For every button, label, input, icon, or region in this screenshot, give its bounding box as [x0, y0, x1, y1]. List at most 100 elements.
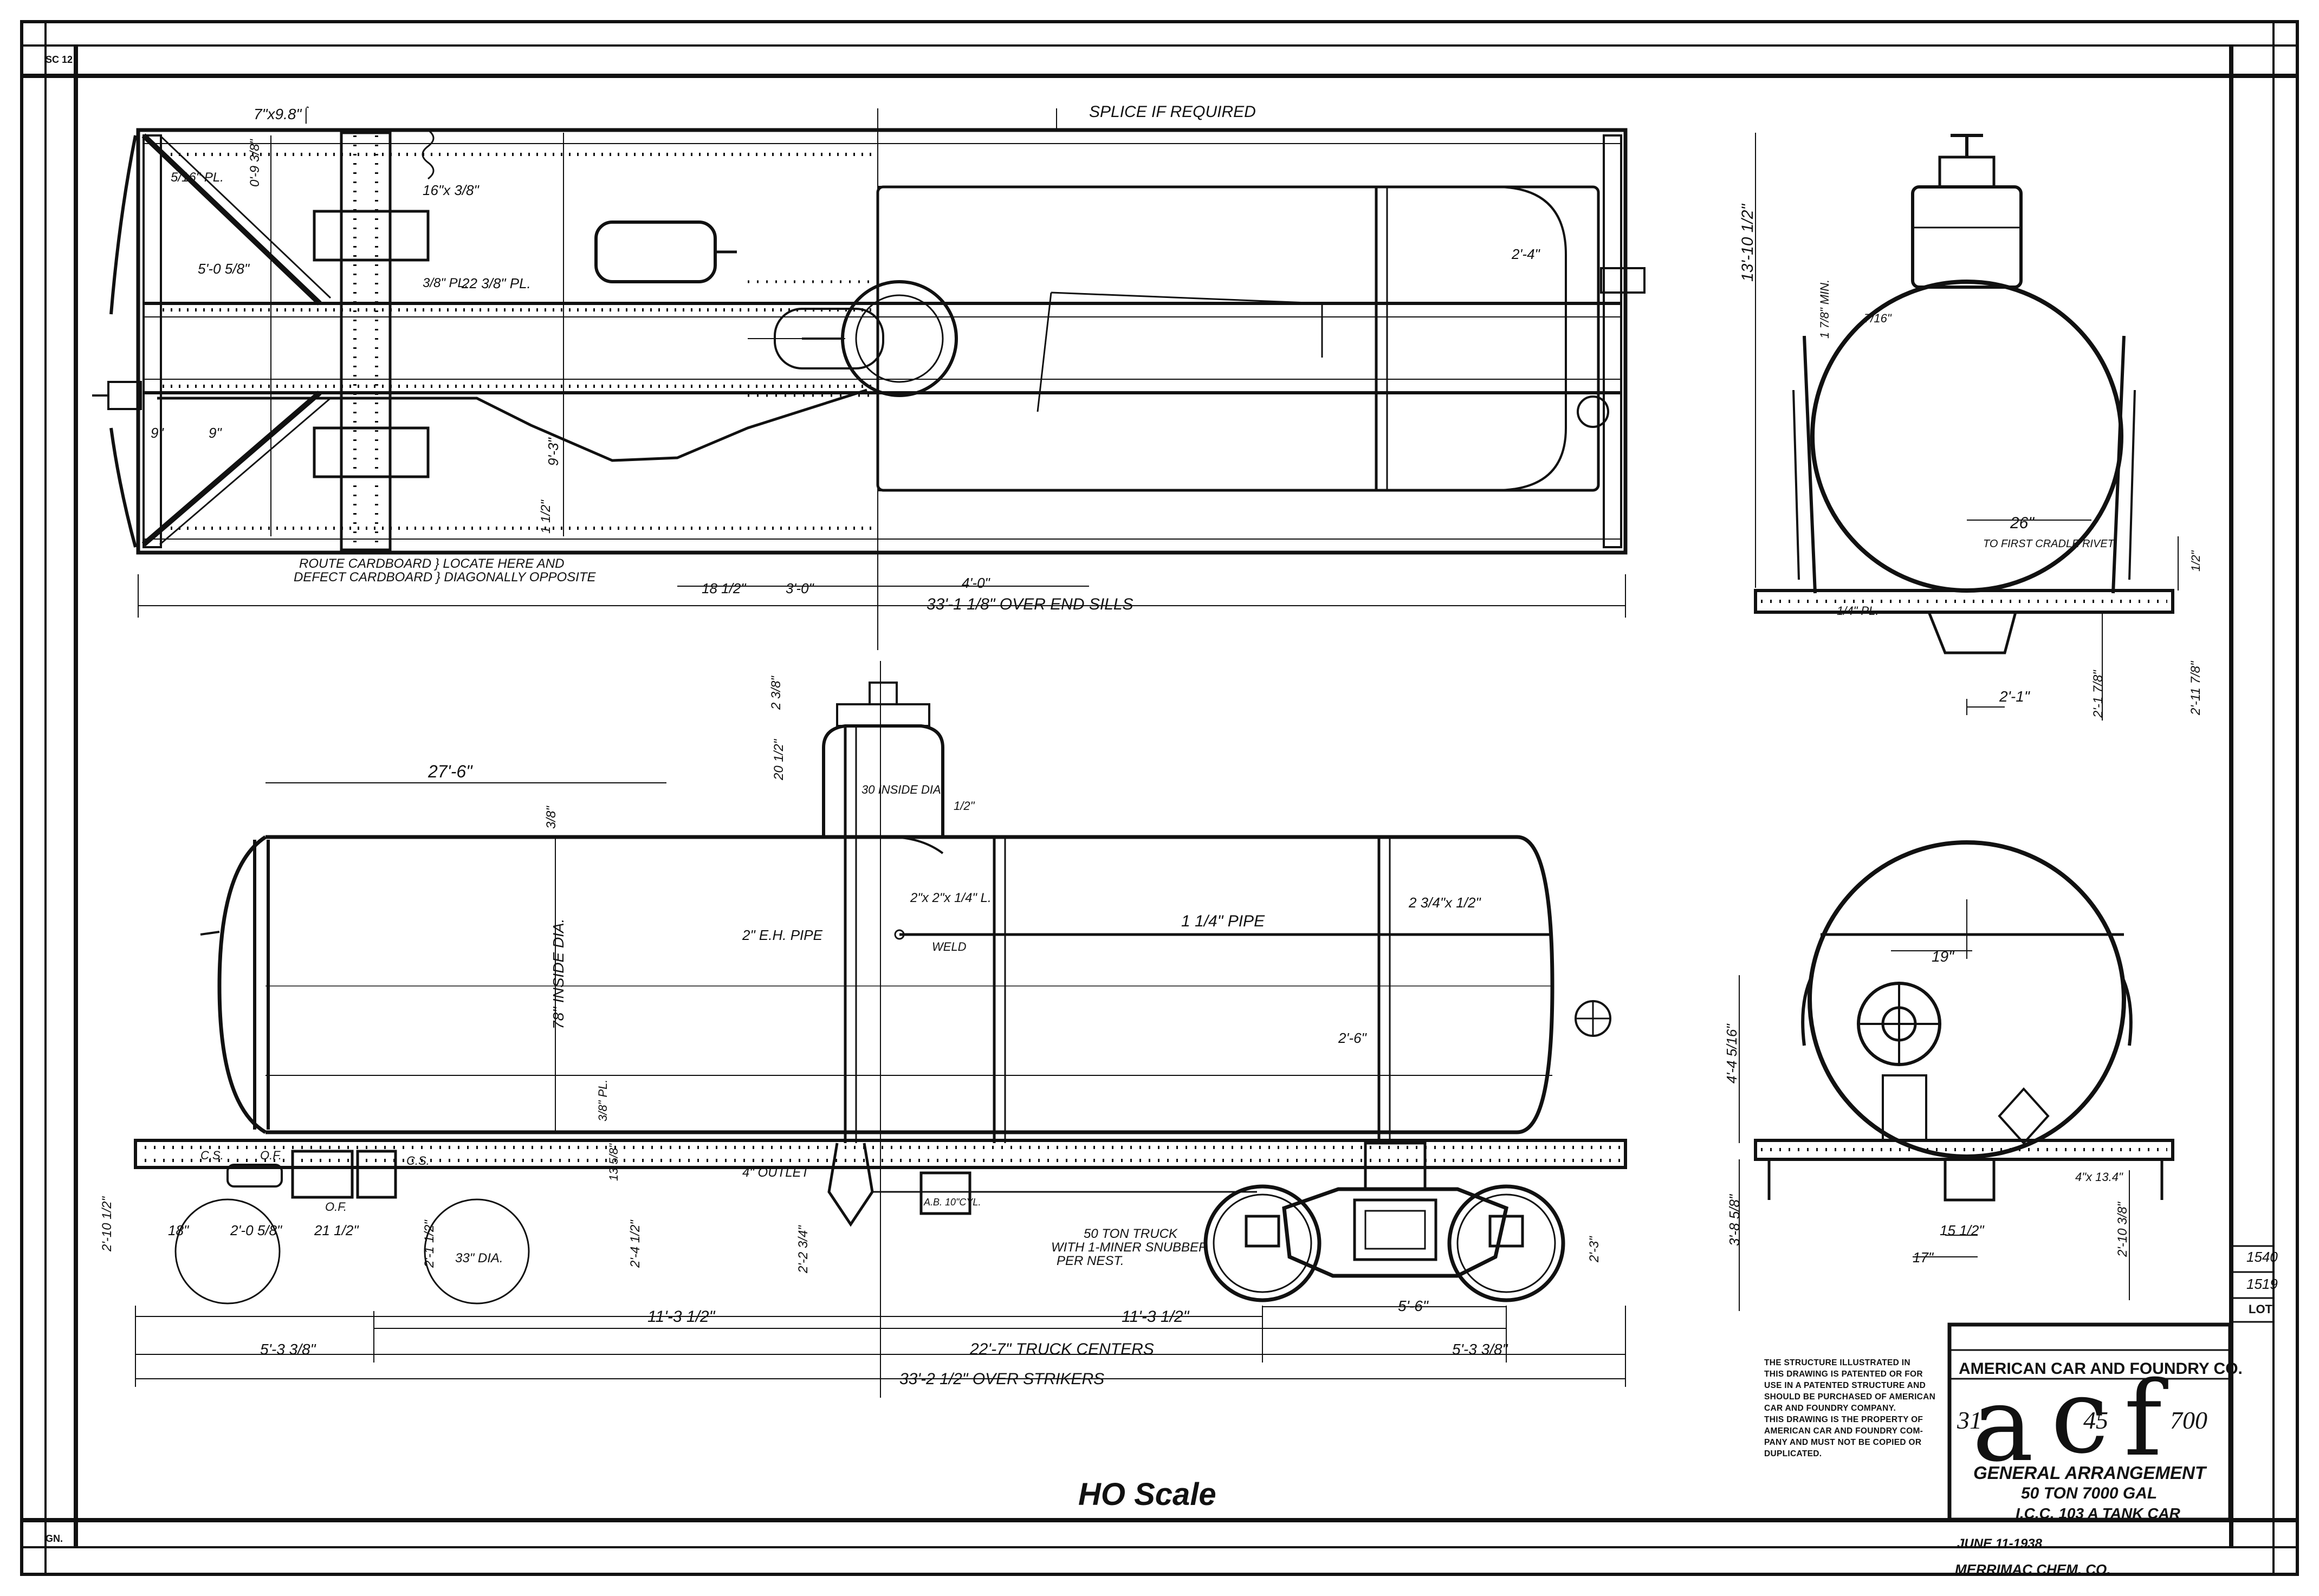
side-dim-2-3-8: 2 3/8" [769, 676, 783, 710]
end-top-pl: 1/4" PL. [1837, 604, 1879, 618]
side-dim-5-6: 5'-6" [1398, 1297, 1429, 1314]
notice-line: THIS DRAWING IS THE PROPERTY OF [1764, 1415, 1923, 1424]
logo-number-right: 700 [2170, 1406, 2207, 1434]
side-truck-note-3: PER NEST. [1057, 1254, 1124, 1268]
lot-number-2: 1519 [2246, 1276, 2278, 1292]
side-dim-2-2-3-4: 2'-2 3/4" [796, 1225, 811, 1274]
plan-dim-5-16: 5/16" PL. [171, 170, 224, 185]
lot-label: LOT [2249, 1302, 2272, 1316]
notice-line: SHOULD BE PURCHASED OF AMERICAN [1764, 1392, 1936, 1402]
end-top-dim-26: 26" [2010, 514, 2035, 532]
end-top-dim-2-1: 2'-1" [1999, 688, 2030, 705]
end-bottom-dim-15-half: 15 1/2" [1940, 1222, 1985, 1238]
side-weld: WELD [932, 940, 967, 953]
side-dim-2-10-half: 2'-10 1/2" [100, 1196, 114, 1252]
side-truck-note-2: WITH 1-MINER SNUBBER [1051, 1240, 1208, 1255]
side-truck-note-1: 50 TON TRUCK [1084, 1227, 1178, 1241]
side-inside-dia: 78" INSIDE DIA. [550, 919, 567, 1029]
side-outlet: 4" OUTLET [742, 1165, 811, 1180]
side-wheel-dia: 33" DIA. [455, 1251, 503, 1266]
owner-name: MERRIMAC CHEM. CO. [1955, 1561, 2111, 1578]
end-view-top [1754, 133, 2179, 721]
side-dim-11-3-b: 11'-3 1/2" [1122, 1308, 1190, 1326]
side-truck-centers: 22'-7" TRUCK CENTERS [969, 1340, 1154, 1358]
side-dim-5-3-b: 5'-3 3/8" [1452, 1341, 1508, 1358]
side-eh-pipe: 2" E.H. PIPE [742, 927, 823, 943]
lot-number-1: 1540 [2246, 1249, 2278, 1265]
logo-letter-a: a [1972, 1365, 2034, 1484]
side-cs-1: C.S. [200, 1149, 224, 1162]
end-view-bottom [1739, 840, 2174, 1311]
end-bottom-dim-19: 19" [1932, 948, 1954, 965]
scale-caption: HO Scale [1078, 1477, 1216, 1512]
notice-line: CAR AND FOUNDRY COMPANY. [1764, 1404, 1896, 1413]
side-dim-5-3-a: 5'-3 3/8" [260, 1341, 316, 1358]
notice-line: THIS DRAWING IS PATENTED OR FOR [1764, 1370, 1923, 1379]
title-line-3: I.C.C. 103 A TANK CAR [2016, 1505, 2180, 1522]
side-dim-21-half: 21 1/2" [314, 1222, 359, 1238]
side-dim-3-8-top: 3/8" [544, 806, 559, 829]
logo-letter-c: c [2051, 1357, 2109, 1476]
end-view-bottom-labels: 19" 4'-4 5/16" 3'-8 5/8" 15 1/2" 17" 2'-… [1724, 948, 2130, 1266]
plan-dim-9-3: 9'-3" [545, 437, 561, 466]
side-angle-2x2: 2"x 2"x 1/4" L. [910, 891, 992, 905]
plan-dim-22-3-8: 22 3/8" PL. [461, 275, 531, 291]
side-view [134, 661, 1627, 1398]
plan-overall-dim: 33'-1 1/8" OVER END SILLS [927, 595, 1133, 613]
plan-dim-9b: 9" [209, 425, 222, 441]
notice-line: PANY AND MUST NOT BE COPIED OR [1764, 1438, 1922, 1447]
end-bottom-dim-17: 17" [1913, 1249, 1934, 1266]
side-dim-2-05: 2'-0 5/8" [230, 1222, 283, 1238]
side-band: 2 3/4"x 1/2" [1408, 894, 1481, 911]
side-dome-plate: 1/2" [954, 799, 975, 813]
end-top-dim-2-11: 2'-11 7/8" [2188, 660, 2203, 716]
plan-dim-18-half: 18 1/2" [702, 580, 747, 596]
plan-splice-label: SPLICE IF REQUIRED [1089, 103, 1256, 121]
logo-number-middle: 45 [2083, 1406, 2108, 1434]
end-top-dim-2-1-78: 2'-1 7/8" [2091, 670, 2106, 718]
side-dim-27-6: 27'-6" [427, 762, 473, 781]
plan-view-labels: 7"x9.8"⌠ SPLICE IF REQUIRED 16"x 3/8" 5/… [151, 103, 1541, 613]
plan-plate-label: 16"x 3/8" [423, 182, 480, 198]
logo-number-left: 31 [1957, 1406, 1982, 1434]
end-top-dim-7-16: 7/16" [1864, 312, 1892, 325]
title-line-2: 50 TON 7000 GAL [2021, 1484, 2158, 1502]
side-of-2: O.F. [325, 1200, 347, 1214]
end-bottom-dim-4-4: 4'-4 5/16" [1724, 1023, 1740, 1084]
side-dim-2-3: 2'-3" [1587, 1236, 1602, 1263]
side-dim-2-4-half: 2'-4 1/2" [628, 1219, 643, 1268]
side-of-1: O.F. [260, 1149, 282, 1162]
notice-line: USE IN A PATENTED STRUCTURE AND [1764, 1381, 1926, 1390]
plan-defect-card: DEFECT CARDBOARD } DIAGONALLY OPPOSITE [294, 570, 596, 585]
title-block [1947, 1322, 2232, 1522]
end-view-top-labels: 13'-10 1/2" 1 7/8" MIN. 7/16" 26" TO FIR… [1739, 204, 2203, 718]
plan-dim-3-8: 3/8" PL. [423, 276, 469, 290]
logo-letter-f: f [2124, 1359, 2162, 1479]
side-dim-3-8-pl: 3/8" PL. [596, 1079, 610, 1121]
plan-dim-5-0: 5'-0 5/8" [198, 261, 250, 277]
patent-notice: THE STRUCTURE ILLUSTRATED IN THIS DRAWIN… [1764, 1357, 1943, 1459]
plan-dim-3-0: 3'-0" [786, 580, 815, 596]
plan-route-card: ROUTE CARDBOARD } LOCATE HERE AND [299, 556, 564, 571]
end-top-rivet: TO FIRST CRADLE RIVET. [1983, 538, 2116, 550]
notice-line: AMERICAN CAR AND FOUNDRY COM- [1764, 1426, 1923, 1436]
plan-angle-label: 7"x9.8"⌠ [254, 106, 310, 124]
plan-dim-1-half: 1 1/2" [539, 499, 553, 534]
title-date: JUNE 11-1938 [1957, 1536, 2042, 1551]
side-cs-2: C.S. [406, 1154, 430, 1167]
side-dome-dia: 30 INSIDE DIA. [861, 783, 944, 796]
side-dim-18: 18" [168, 1222, 190, 1238]
notice-line: THE STRUCTURE ILLUSTRATED IN [1764, 1358, 1910, 1367]
end-bottom-angle: 4"x 13.4" [2075, 1170, 2123, 1184]
side-over-strikers: 33'-2 1/2" OVER STRIKERS [899, 1370, 1104, 1388]
title-line-1: GENERAL ARRANGEMENT [1973, 1463, 2206, 1483]
border-frame [20, 20, 2299, 1576]
side-ab-cyl: A.B. 10"CYL. [923, 1197, 981, 1208]
margin-label-bottom: GN. [46, 1533, 63, 1544]
side-pipe-1-4: 1 1/4" PIPE [1181, 912, 1265, 930]
end-top-dim-half: 1/2" [2189, 550, 2203, 572]
side-dim-2-6: 2'-6" [1338, 1030, 1368, 1046]
side-dim-2-1-half: 2'-1 1/2" [422, 1219, 437, 1268]
title-company: AMERICAN CAR AND FOUNDRY CO. [1959, 1360, 2243, 1378]
